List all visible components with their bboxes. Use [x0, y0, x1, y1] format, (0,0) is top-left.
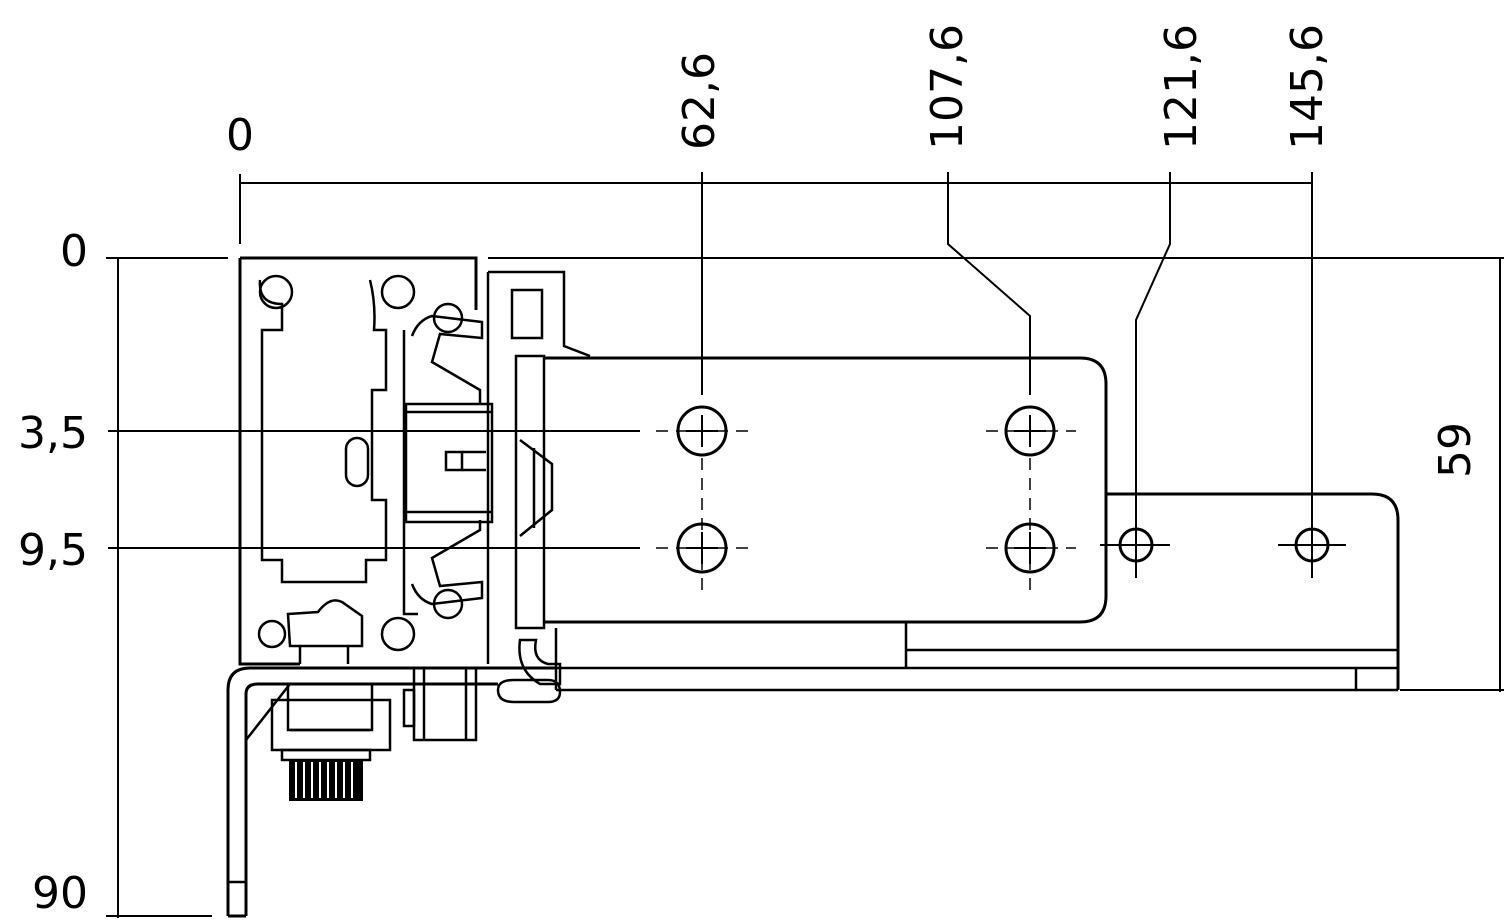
dim-x-107-6: 107,6 — [922, 24, 973, 150]
dimension-lines — [106, 172, 1504, 918]
bottom-assembly — [226, 638, 562, 918]
dim-y-3-5: 3,5 — [18, 408, 88, 459]
dim-y-9-5: 9,5 — [18, 525, 88, 576]
profile-body — [238, 256, 478, 666]
dim-y-90: 90 — [32, 868, 88, 919]
dim-x-62-6: 62,6 — [674, 52, 725, 150]
threaded-connector — [289, 759, 363, 801]
dim-x-0: 0 — [226, 110, 254, 161]
dim-height-59: 59 — [1430, 422, 1481, 478]
dim-x-121-6: 121,6 — [1156, 24, 1207, 150]
spring-clip — [402, 302, 494, 620]
mounting-holes — [656, 405, 1346, 594]
center-bracket — [486, 270, 591, 664]
dim-x-145-6: 145,6 — [1282, 24, 1333, 150]
mounting-plate — [544, 356, 1400, 692]
dim-y-0: 0 — [60, 226, 88, 277]
